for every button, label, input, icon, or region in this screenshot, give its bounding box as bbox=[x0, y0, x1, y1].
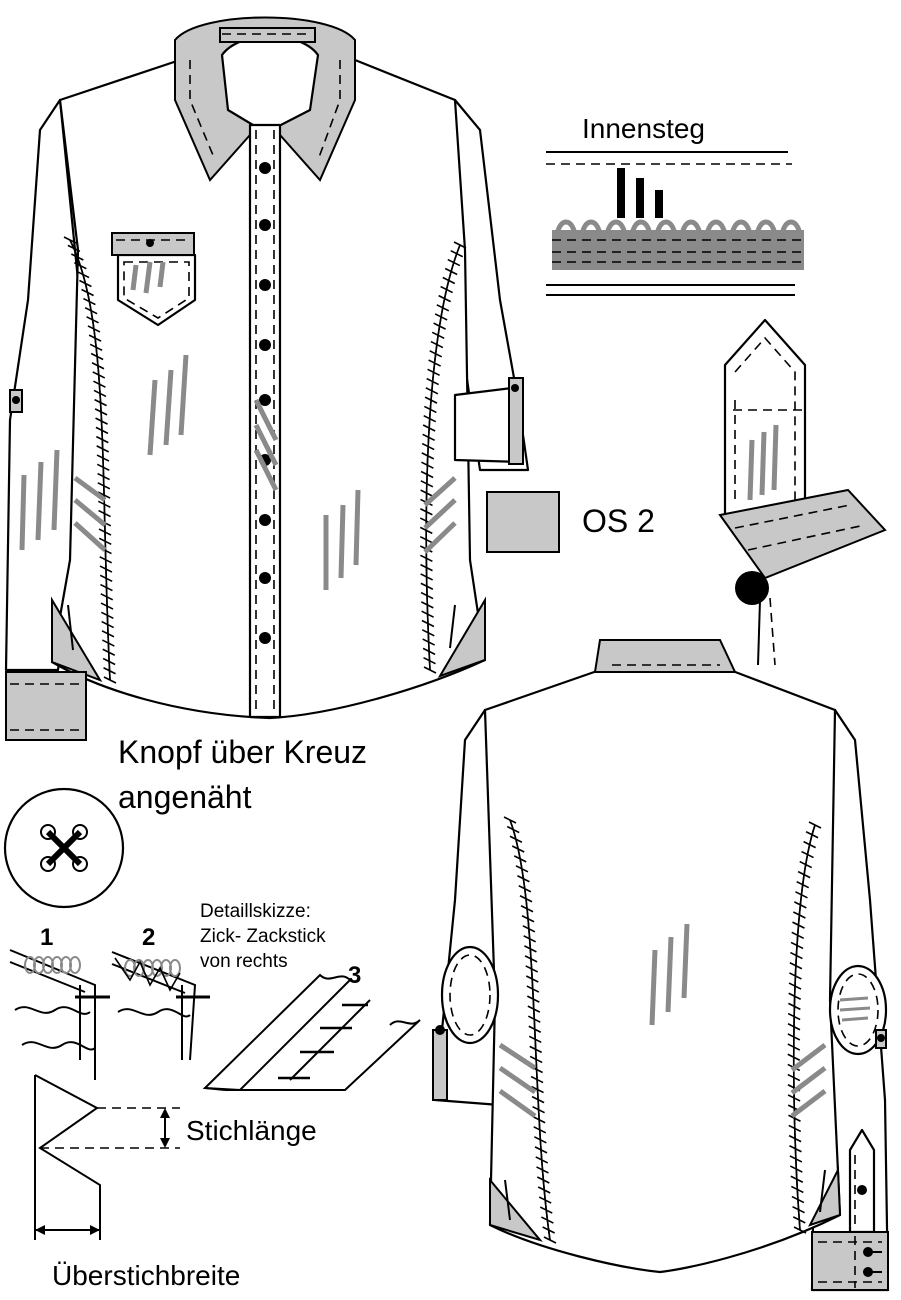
blouse-back-view bbox=[432, 639, 890, 1292]
front-right-side-panel bbox=[437, 596, 486, 678]
fabric-swatch: OS 2 bbox=[486, 491, 655, 553]
front-neckline bbox=[220, 35, 320, 130]
blouse-front-view bbox=[4, 16, 530, 741]
step-3-sketch bbox=[202, 973, 421, 1092]
zigzag-stitch-detail: Detaillskizze: Zick- Zackstick von recht… bbox=[9, 901, 421, 1291]
cross-stitched-button-icon bbox=[3, 787, 125, 909]
innensteg-detail: Innensteg bbox=[546, 113, 804, 296]
step-3-label: 3 bbox=[348, 962, 361, 989]
sleeve-placket-tab bbox=[723, 318, 807, 522]
button-note: Knopf über Kreuz angenäht bbox=[3, 734, 367, 909]
back-collar bbox=[593, 639, 737, 673]
back-body bbox=[483, 668, 842, 1274]
step-1-sketch bbox=[9, 949, 110, 1080]
step-1-label: 1 bbox=[40, 924, 53, 951]
back-right-side-panel bbox=[808, 1166, 842, 1227]
step-2-label: 2 bbox=[142, 924, 155, 951]
stitch-measurement-diagram: Stichlänge Überstichbreite bbox=[34, 1074, 317, 1291]
sleeve-placket-cuff-strip bbox=[718, 488, 887, 580]
back-left-elbow-patch bbox=[440, 945, 500, 1045]
stitch-width-label: Überstichbreite bbox=[52, 1260, 240, 1291]
collar-band bbox=[219, 27, 316, 43]
innensteg-label: Innensteg bbox=[582, 113, 705, 144]
sleeve-placket-button bbox=[735, 571, 769, 605]
button-note-line-2: angenäht bbox=[118, 779, 252, 815]
back-left-side-panel bbox=[489, 1177, 543, 1242]
back-sleeve-placket bbox=[848, 1128, 876, 1234]
detail-sketch-line-3: von rechts bbox=[200, 951, 288, 972]
step-2-sketch bbox=[111, 951, 210, 1061]
button-note-line-1: Knopf über Kreuz bbox=[118, 734, 367, 770]
detail-sketch-line-2: Zick- Zackstick bbox=[200, 926, 326, 947]
fabric-swatch-icon bbox=[486, 491, 560, 553]
detail-sketch-line-1: Detaillskizze: bbox=[200, 901, 311, 922]
fabric-swatch-label: OS 2 bbox=[582, 503, 655, 539]
sleeve-placket-detail bbox=[718, 318, 887, 666]
stitch-length-label: Stichlänge bbox=[186, 1115, 317, 1146]
pocket-button bbox=[146, 239, 154, 247]
